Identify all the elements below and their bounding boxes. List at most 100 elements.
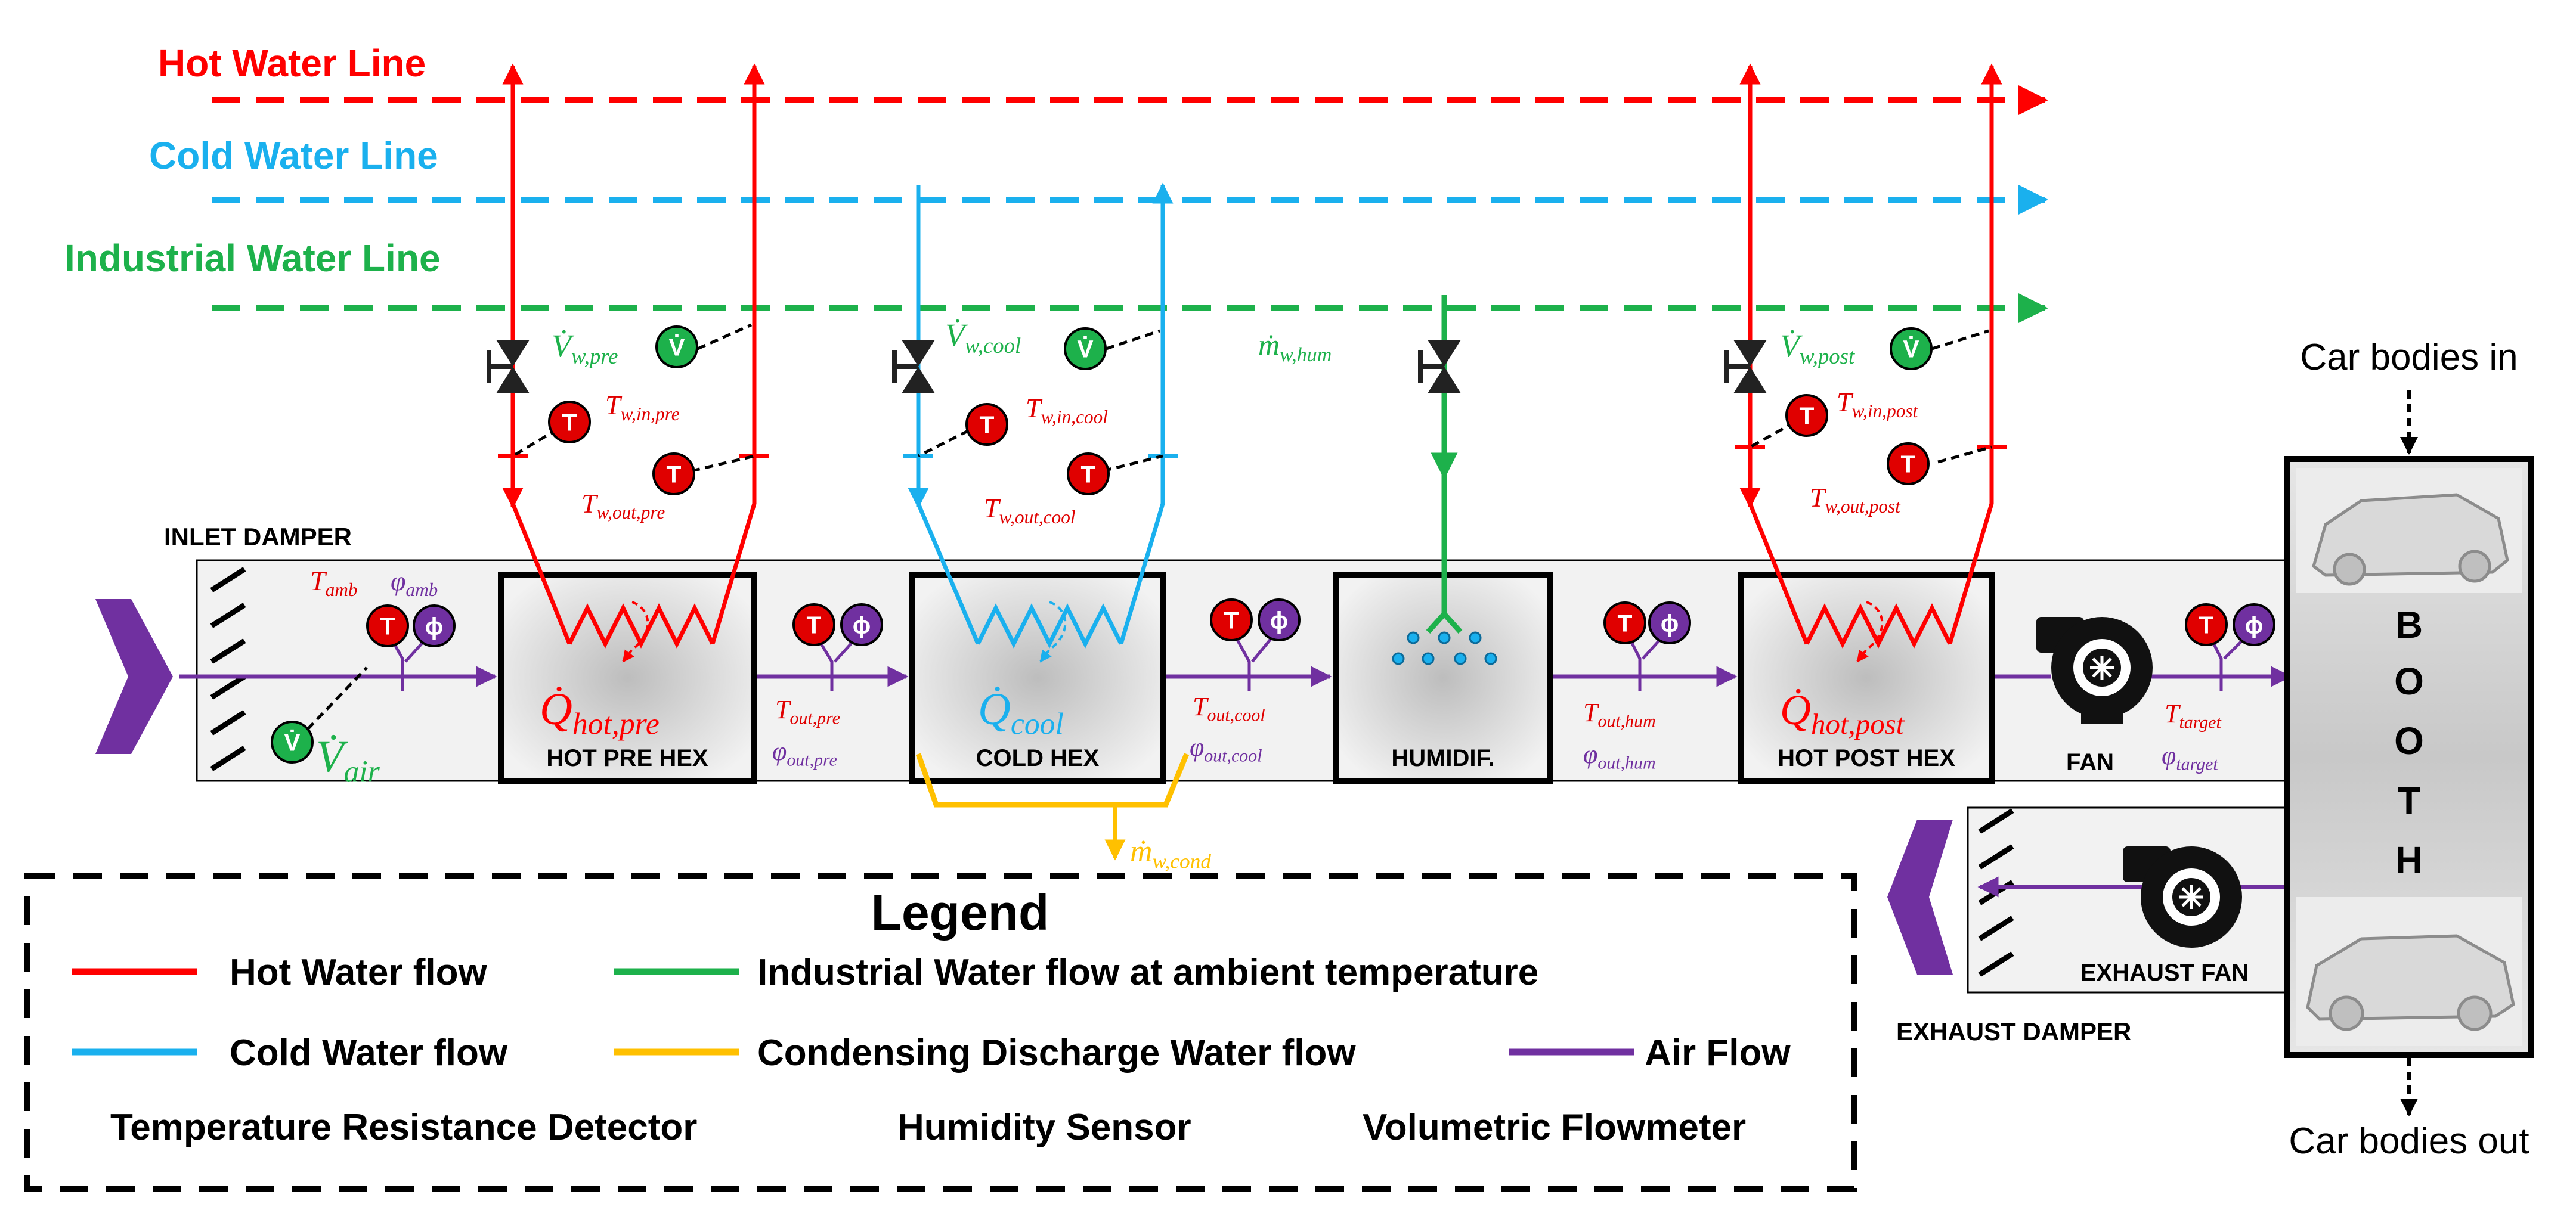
- v-w-pre-label: V̇w,pre: [552, 328, 618, 368]
- humidity-sensor-icon-disc: [1648, 601, 1691, 644]
- flowmeter-icon-glyph: V̇: [668, 333, 685, 361]
- temperature-sensor-icon-disc: [1067, 452, 1110, 495]
- humidity-sensor-icon: ϕ: [1648, 601, 1691, 644]
- cold-hex-box: [909, 572, 1166, 784]
- temperature-sensor-icon: T: [548, 401, 591, 443]
- legend-air-label: Air Flow: [1645, 1032, 1791, 1074]
- v-w-cool-label: V̇w,cool: [945, 317, 1021, 358]
- temperature-sensor-icon-glyph: T: [1618, 609, 1633, 637]
- phi-out-cool-label: φout,cool: [1190, 733, 1262, 766]
- flowmeter-icon: V̇: [1064, 327, 1107, 370]
- car-bodies-out-label: Car bodies out: [2289, 1121, 2529, 1162]
- t-w-in-cool-label: Tw,in,cool: [1026, 393, 1108, 427]
- legend-industrial-label: Industrial Water flow at ambient tempera…: [757, 952, 1538, 993]
- flowmeter-icon-disc: [1064, 327, 1107, 370]
- hot-water-line-label: Hot Water Line: [158, 42, 426, 85]
- valve-icon: [892, 340, 935, 393]
- flowmeter-icon: V̇: [655, 325, 698, 368]
- legend-cold-label: Cold Water flow: [230, 1032, 508, 1074]
- legend-hum-sensor-label: Humidity Sensor: [897, 1107, 1191, 1148]
- q-hot-pre-label: Q̇hot,pre: [540, 684, 660, 741]
- humidity-sensor-icon: ϕ: [2233, 603, 2275, 646]
- temperature-sensor-icon-glyph: T: [380, 612, 395, 640]
- temperature-sensor-icon: T: [652, 452, 695, 495]
- temperature-sensor-icon-glyph: T: [980, 411, 995, 438]
- car-bodies-in-label: Car bodies in: [2300, 337, 2518, 378]
- temperature-sensor-icon-disc: [1785, 394, 1828, 437]
- flowmeter-icon-glyph: V̇: [1077, 335, 1093, 362]
- temperature-sensor-icon: T: [792, 603, 835, 646]
- flowmeter-icon-disc: [1890, 327, 1933, 370]
- fan-label: FAN: [2066, 749, 2114, 775]
- temperature-sensor-icon-glyph: T: [2199, 611, 2214, 638]
- temperature-sensor-icon-disc: [548, 401, 591, 443]
- temperature-sensor-icon: T: [2185, 603, 2228, 646]
- t-out-cool-label: Tout,cool: [1193, 692, 1265, 725]
- temperature-sensor-icon-glyph: T: [1081, 460, 1096, 488]
- condensate-drain: [915, 753, 1190, 808]
- humidifier-spray-nozzles: [1392, 631, 1497, 665]
- booth-letter: T: [2397, 779, 2420, 822]
- exhaust-fan-icon: [2123, 846, 2242, 948]
- humidity-sensor-icon: ϕ: [413, 604, 456, 647]
- humidity-sensor-icon: ϕ: [840, 603, 883, 646]
- flowmeter-icon-disc: [655, 325, 698, 368]
- cold-hex-piping: [903, 182, 1178, 649]
- temperature-sensor-icon: T: [366, 604, 409, 647]
- temperature-sensor-icon-disc: [366, 604, 409, 647]
- hot-post-hex-label: HOT POST HEX: [1778, 745, 1955, 771]
- legend-temp-sensor-label: Temperature Resistance Detector: [110, 1107, 697, 1148]
- cold-water-line-label: Cold Water Line: [149, 134, 438, 177]
- humidifier-label: HUMIDIF.: [1391, 745, 1494, 771]
- humidity-sensor-icon-disc: [2233, 603, 2275, 646]
- temperature-sensor-icon: T: [1210, 598, 1253, 641]
- humidity-sensor-icon-glyph: ϕ: [1270, 606, 1289, 634]
- industrial-water-line-label: Industrial Water Line: [64, 237, 441, 280]
- flowmeter-icon-disc: [271, 721, 314, 764]
- inlet-damper-label: INLET DAMPER: [164, 523, 352, 551]
- temperature-sensor-icon: T: [1887, 442, 1930, 485]
- phi-out-pre-label: φout,pre: [772, 737, 837, 770]
- temperature-sensor-icon-disc: [652, 452, 695, 495]
- phi-target-label: φtarget: [2162, 741, 2218, 774]
- temperature-sensor-icon-glyph: T: [667, 460, 682, 488]
- temperature-sensor-icon-glyph: T: [1901, 450, 1916, 477]
- humidity-sensor-icon: ϕ: [1258, 598, 1301, 641]
- t-out-pre-label: Tout,pre: [775, 695, 840, 728]
- q-cool-label: Q̇cool: [978, 684, 1064, 741]
- car-body-icon: [2312, 493, 2509, 586]
- hot-pre-hex-label: HOT PRE HEX: [546, 745, 708, 771]
- v-air-label: V̇air: [316, 732, 380, 789]
- exhaust-fan-label: EXHAUST FAN: [2080, 960, 2249, 986]
- q-hot-post-label: Q̇hot,post: [1780, 686, 1905, 740]
- temperature-sensor-icon-glyph: T: [1224, 606, 1239, 634]
- temperature-sensor-icon-glyph: T: [807, 611, 822, 638]
- legend-condensing-label: Condensing Discharge Water flow: [757, 1032, 1356, 1074]
- measurement-labels: V̇w,preTw,in,preTw,out,preV̇w,coolTw,in,…: [310, 317, 2222, 873]
- valve-icon: [1418, 340, 1461, 393]
- inlet-air-arrow: [95, 599, 173, 754]
- humidity-sensor-icon-disc: [1258, 598, 1301, 641]
- flowmeter-icon-glyph: V̇: [284, 728, 300, 756]
- valve-icon: [1724, 340, 1767, 393]
- humidity-sensor-icon-glyph: ϕ: [2245, 611, 2264, 638]
- m-w-cond-label: ṁw,cond: [1130, 834, 1211, 873]
- t-w-in-pre-label: Tw,in,pre: [605, 390, 680, 424]
- temperature-sensor-icon-disc: [1603, 601, 1646, 644]
- hot-post-hex-piping: [1735, 63, 2007, 649]
- phi-out-hum-label: φout,hum: [1583, 740, 1656, 773]
- humidity-sensor-icon-glyph: ϕ: [853, 611, 871, 638]
- sensor-leaders: [297, 323, 1992, 740]
- temperature-sensor-icon-disc: [792, 603, 835, 646]
- temperature-sensor-icon-disc: [965, 403, 1008, 446]
- legend-title: Legend: [871, 885, 1049, 941]
- t-w-in-post-label: Tw,in,post: [1837, 387, 1919, 421]
- legend-hot-label: Hot Water flow: [230, 952, 487, 993]
- booth-letter: O: [2394, 660, 2424, 703]
- t-amb-label: Tamb: [310, 566, 357, 600]
- legend-box: [24, 873, 1857, 1192]
- booth-letter: H: [2395, 839, 2423, 882]
- phi-amb-label: φamb: [391, 566, 438, 600]
